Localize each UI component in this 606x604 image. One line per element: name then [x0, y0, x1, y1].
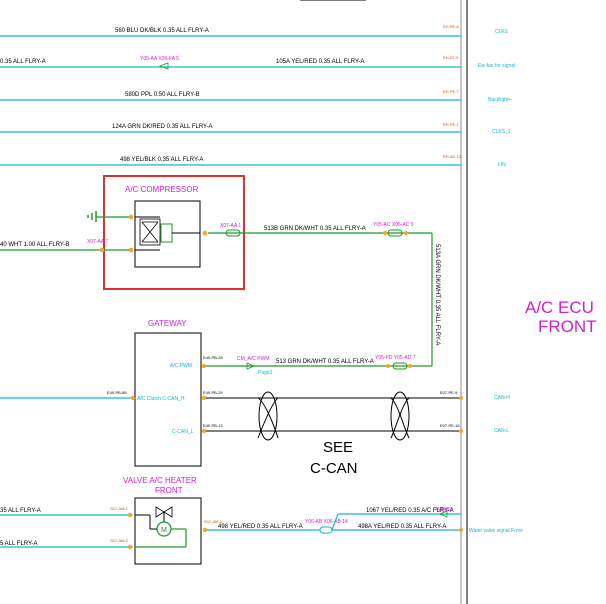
wire-label: 513B GRN DK/WHT 0.35 ALL FLRY-A — [264, 226, 366, 232]
connector-tag: E40-PB-29 — [203, 390, 223, 395]
twisted-pair-icon — [257, 397, 279, 439]
connector-label: Y05-AA X06-FA 5 — [140, 56, 179, 62]
connector-tag: EH-PE-1 — [443, 122, 460, 127]
connector-tag: E40-PB-28 — [203, 355, 223, 360]
signal-label: CLKS — [495, 29, 509, 35]
twisted-pair-icon — [390, 391, 410, 441]
connector-tag: S07-AM-1 — [110, 506, 129, 511]
wire-label: 513 GRN DK/WHT 0.35 ALL FLRY-A — [276, 359, 374, 365]
valve-icon — [155, 506, 173, 518]
valve-title-line2: FRONT — [155, 486, 183, 495]
wire-label: 0.35 ALL FLRY-A — [0, 59, 46, 65]
signal-label: Backlight+ — [488, 97, 511, 103]
connector-tag: S07-AM-1 — [204, 519, 223, 524]
gateway: GATEWAY A/C PWM A/C Clutch C-CAN_H C-CAN… — [0, 319, 510, 467]
connector-tag: E07-PE-16 — [440, 423, 460, 428]
wire-label: 40 WHT 1.00 ALL FLRY-B — [0, 242, 69, 248]
signal-label: CLKS_1 — [492, 129, 511, 135]
wire-label: 105A YEL/RED 0.35 ALL FLRY-A — [276, 59, 364, 65]
wire-label: 513A GRN DK/WHT 0.35 ALL FLRY-A — [434, 244, 440, 345]
ac-compressor: A/C COMPRESSOR 40 WHT 1.00 ALL FLRY-B X0… — [0, 175, 440, 366]
connector-label: X07-AA 1 — [220, 223, 241, 229]
pin-label: C-CAN_L — [172, 429, 194, 435]
wire-row-5: 498 YEL/BLK 0.35 ALL FLRY-A EH-AE-12 LIN — [0, 154, 506, 168]
connector-tag: EH-AE-12 — [443, 154, 462, 159]
ecu-title-line2: FRONT — [538, 317, 597, 336]
connector-label: WB033 — [436, 507, 453, 513]
connector-label: Y05-PD Y05-AD 7 — [375, 355, 416, 361]
signal-label: CAN-H — [494, 395, 510, 401]
connector-label: Y06-AB X06-AB 14 — [305, 519, 348, 525]
wire-row-2: 0.35 ALL FLRY-A Y05-AA X06-FA 5 105A YEL… — [0, 55, 515, 70]
ecu-title-line1: A/C ECU — [525, 298, 594, 317]
wire-label: 498A YEL/RED 0.35 ALL FLRY-A — [358, 524, 446, 530]
connector-tag: S07-AM-2 — [110, 538, 129, 543]
signal-label: LIN — [498, 162, 506, 168]
valve-title-line1: VALVE A/C HEATER — [123, 476, 197, 485]
wire-label: 580D PPL 0.50 ALL FLRY-B — [125, 92, 200, 98]
pin-label: A/C Clutch C-CAN_H — [137, 396, 185, 402]
see-note-line2: C-CAN — [310, 460, 358, 477]
wire-row-1: 560 BLU DK/BLK 0.35 ALL FLRY-A EH-PE-8 C… — [0, 24, 509, 37]
signal-label: CM_A/C PWM — [237, 356, 270, 362]
signal-label: CAN-L — [494, 428, 509, 434]
component-title: A/C COMPRESSOR — [125, 185, 199, 194]
ecu-label: A/C ECU FRONT — [525, 298, 597, 336]
connector-tag: EH-PE-7 — [443, 89, 460, 94]
page-ref: Page2 — [258, 370, 273, 376]
coil-icon — [160, 223, 173, 243]
pin-label: A/C PWM — [170, 363, 192, 369]
connector-label: X07-AA 7 — [87, 239, 108, 245]
wire-label: 498 YEL/RED 0.35 ALL FLRY-A — [218, 524, 303, 530]
gateway-title: GATEWAY — [148, 319, 187, 328]
solenoid-symbol — [141, 221, 159, 243]
connector-tag: E40-PB-88 — [107, 390, 127, 395]
connector-tag: EH-PE-8 — [443, 24, 460, 29]
wire-label: 35 ALL FLRY-A — [0, 508, 41, 514]
wire-row-4: 124A GRN DK/RED 0.35 ALL FLRY-A EH-PE-1 … — [0, 122, 511, 135]
wire-label: 498 YEL/BLK 0.35 ALL FLRY-A — [120, 157, 203, 163]
connector-tag: EH-ST-9 — [443, 55, 459, 60]
wire-label: 5 ALL FLRY-A — [0, 541, 37, 547]
see-note-line1: SEE — [323, 439, 353, 456]
wire-row-3: 580D PPL 0.50 ALL FLRY-B EH-PE-7 Backlig… — [0, 89, 511, 103]
connector-tag: E07-PE-9 — [440, 390, 458, 395]
connector-tag: E40-PB-13 — [203, 423, 223, 428]
connector-label: Y05-AC X06-AC 5 — [373, 222, 414, 228]
wire-label: 124A GRN DK/RED 0.35 ALL FLRY-A — [112, 124, 213, 130]
signal-label: Ew-fan for signal — [478, 63, 515, 69]
wire-label: 560 BLU DK/BLK 0.35 ALL FLRY-A — [115, 28, 209, 34]
svg-text:M: M — [161, 527, 167, 534]
valve-heater: VALVE A/C HEATER FRONT M 35 ALL FLRY-A S… — [0, 476, 523, 565]
wire-label: 1067 YEL/RED 0.35 A/C FLRY-A — [366, 508, 454, 514]
signal-label: Water valve signal Front — [469, 528, 523, 534]
